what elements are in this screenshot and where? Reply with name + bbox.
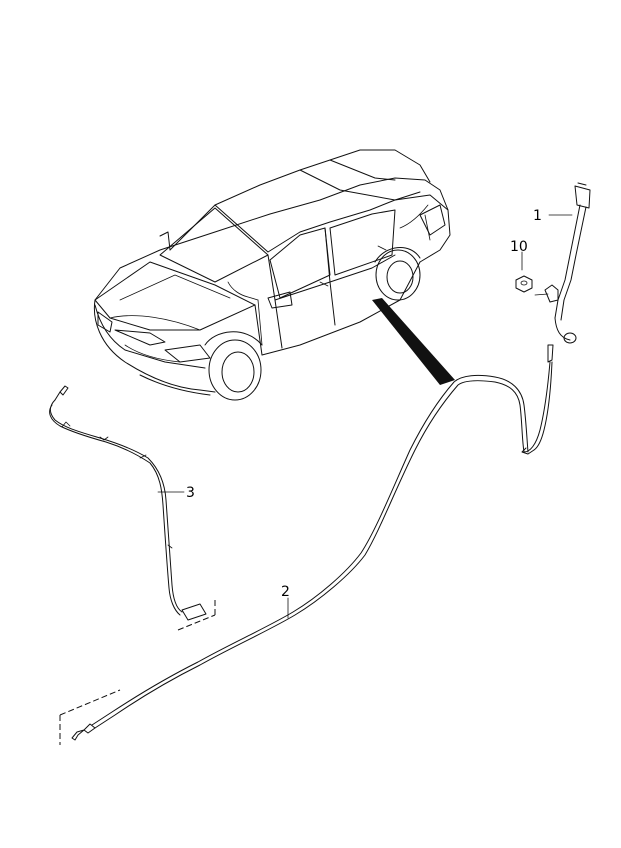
callout-1: 1: [533, 208, 542, 224]
part-10-nut: 10: [510, 239, 533, 293]
part-3-cable: 3: [49, 385, 216, 631]
routing-indicator-wedge: [372, 298, 455, 385]
part-2-feeder-cable: 2: [59, 374, 529, 745]
callout-10: 10: [510, 239, 528, 255]
part-1-antenna-assembly: 1: [521, 182, 591, 455]
callout-3: 3: [186, 485, 195, 501]
car-illustration: [93, 149, 455, 401]
callout-2: 2: [281, 584, 290, 600]
